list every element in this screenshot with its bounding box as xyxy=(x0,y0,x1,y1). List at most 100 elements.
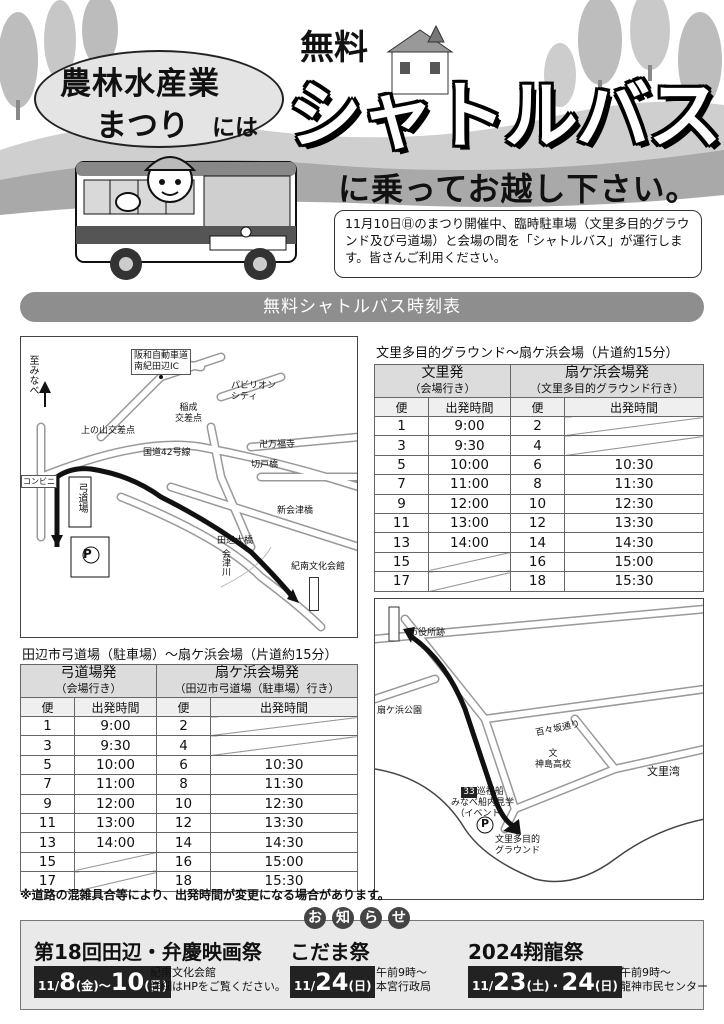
table2-head-a: 弓道場発（会場行き） xyxy=(20,664,157,698)
table1-cell-bin: 12 xyxy=(510,512,565,534)
event3-week1: (土) xyxy=(526,979,550,993)
road-congestion-note: ※道路の混雑具合等により、出発時間が変更になる場合があります。 xyxy=(20,888,390,902)
label-manpukuji: 卍万福寺 xyxy=(259,440,296,450)
event2-info2: 本宮行政局 xyxy=(376,980,431,993)
event3-info2: 龍神市民センター xyxy=(620,980,708,993)
table2-cell-time: 13:00 xyxy=(74,812,157,834)
label-kamishima: 文神島高校 xyxy=(535,749,571,771)
table2-cell-bin: 3 xyxy=(20,735,75,756)
table2-col-bin-a: 便 xyxy=(20,697,75,717)
event3-week2: (日) xyxy=(594,979,618,993)
table1-cell-bin: 16 xyxy=(510,551,565,573)
table2-cell-bin: 5 xyxy=(20,754,75,776)
label-tanabeohashi: 田辺大橋 xyxy=(217,536,254,546)
label-pavilion: パビリオンシティ xyxy=(231,381,276,403)
table2-cell-bin: 16 xyxy=(156,851,211,873)
label-ogigahama-park: 扇ケ浜公園 xyxy=(377,706,423,716)
table2-caption: 田辺市弓道場（駐車場）～扇ケ浜会場（片道約15分） xyxy=(22,648,338,663)
event1-date: 11/8(金)～10(日) xyxy=(34,966,172,998)
table1-cell-bin: 5 xyxy=(374,454,429,476)
oshirase-char-3: ら xyxy=(360,907,382,929)
bus-illustration xyxy=(75,156,297,280)
table2-cell-time: 15:00 xyxy=(210,851,358,873)
table1-dep-b-sub: （文里多目的グラウンド行き） xyxy=(530,382,684,395)
table2-cell-bin: 8 xyxy=(156,774,211,795)
label-city: シティ xyxy=(231,392,258,402)
event1-day1: 8 xyxy=(59,968,76,996)
oshirase-char-4: せ xyxy=(388,907,410,929)
parking-icon-2: P xyxy=(481,817,490,830)
label-ground2: グラウンド xyxy=(495,846,541,856)
label-inari: 稲成交差点 xyxy=(175,403,202,425)
table1-cell-bin: 11 xyxy=(374,512,429,534)
table2-cell-bin: 15 xyxy=(20,851,75,873)
label-shiyakusho: 市役所跡 xyxy=(409,628,446,638)
table2-cell-bin: 1 xyxy=(20,715,75,737)
table1-cell-bin: 13 xyxy=(374,532,429,553)
table1-cell-time: 12:00 xyxy=(428,493,511,514)
label-kinan-bunka: 紀南文化会館 xyxy=(291,562,346,572)
table1-cell-bin: 15 xyxy=(374,551,429,573)
table1-col-bin-b: 便 xyxy=(510,397,565,417)
table1-cell-time xyxy=(428,571,511,592)
event2-date: 11/24(日) xyxy=(290,966,376,998)
table2-cell-bin: 18 xyxy=(156,871,211,892)
announcements-heading: お 知 ら せ xyxy=(304,907,410,929)
label-kamishima-text: 神島高校 xyxy=(535,760,572,770)
label-inari-text: 稲成 xyxy=(179,403,198,413)
invite-text: に乗ってお越し下さい。 xyxy=(338,170,699,208)
table2-dep-a-sub: （会場行き） xyxy=(55,682,122,695)
label-cruise1: 巡視船 xyxy=(476,787,504,797)
table2-dep-b-sub: （田辺市弓道場（駐車場）行き） xyxy=(174,682,340,695)
table1-cell-time: 13:00 xyxy=(428,512,511,534)
event3-info: 午前9時～龍神市民センター xyxy=(620,966,708,994)
table1-dep-b: 扇ケ浜会場発 xyxy=(565,365,649,381)
table2-cell-time xyxy=(210,735,358,756)
label-convenience: コンビニ xyxy=(21,475,57,488)
table2-cell-time xyxy=(74,871,157,892)
table2-cell-bin: 11 xyxy=(20,812,75,834)
map-kyudojo-route: 至みなべ 阪和自動車道南紀田辺IC パビリオンシティ 稲成交差点 上の山交差点 … xyxy=(20,336,358,638)
label-bun: 文 xyxy=(548,749,558,759)
table1-cell-bin: 2 xyxy=(510,415,565,437)
event3-day1: 23 xyxy=(493,968,527,996)
table2-cell-bin: 6 xyxy=(156,754,211,776)
table2-cell-time: 9:30 xyxy=(74,735,157,756)
oshirase-char-2: 知 xyxy=(332,907,354,929)
label-shinaizu: 新会津橋 xyxy=(277,506,314,516)
event1-week2: (日) xyxy=(144,979,168,993)
event3-sep: ・ xyxy=(549,979,562,993)
label-cruise2: みなべ船内見学 xyxy=(451,798,515,808)
event3-month: 11/ xyxy=(472,979,494,993)
table1-cell-time xyxy=(564,435,704,456)
festival-bubble xyxy=(34,50,284,148)
table2-cell-bin: 12 xyxy=(156,812,211,834)
event1-info2: 詳細はHPをご覧ください。 xyxy=(150,980,286,993)
table2-cell-bin: 7 xyxy=(20,774,75,795)
event1-sep: ～ xyxy=(98,979,111,993)
table2-cell-time: 14:00 xyxy=(74,832,157,853)
timetable-kyudojo: 弓道場発（会場行き） 扇ケ浜会場発（田辺市弓道場（駐車場）行き） 便 出発時間 … xyxy=(20,664,358,892)
table1-cell-bin: 18 xyxy=(510,571,565,592)
table1-caption: 文里多目的グラウンド～扇ケ浜会場（片道約15分） xyxy=(376,346,679,361)
label-expressway: 阪和自動車道南紀田辺IC xyxy=(131,349,192,375)
table1-dep-a-sub: （会場行き） xyxy=(409,382,476,395)
event1-month: 11/ xyxy=(38,979,60,993)
table2-cell-time: 10:30 xyxy=(210,754,358,776)
table1-cell-bin: 1 xyxy=(374,415,429,437)
table2-cell-bin: 14 xyxy=(156,832,211,853)
table1-cell-bin: 3 xyxy=(374,435,429,456)
event2-month: 11/ xyxy=(294,979,316,993)
event1-info1: 紀南文化会館 xyxy=(150,966,216,979)
label-ground: 文里多目的グラウンド xyxy=(495,835,540,857)
